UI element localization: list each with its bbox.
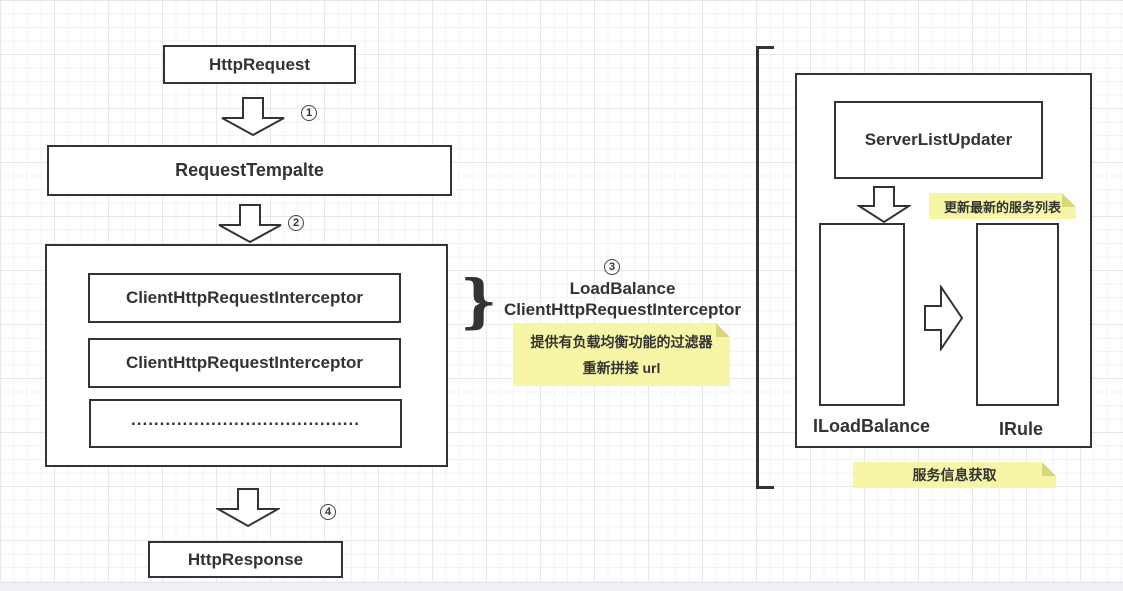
step-2-number: 2	[292, 216, 300, 229]
node-http-request-label: HttpRequest	[208, 54, 311, 74]
step-3-number: 3	[608, 260, 616, 273]
node-interceptor-1-label: ClientHttpRequestInterceptor	[125, 288, 364, 307]
note-fold-corner-icon	[1042, 462, 1056, 476]
group-bracket-icon	[756, 46, 774, 489]
iloadbalance-text: ILoadBalance	[813, 416, 931, 436]
node-server-list-updater-label: ServerListUpdater	[864, 130, 1013, 149]
filter-note: 提供有负载均衡功能的过滤器 重新拼接 url	[513, 323, 730, 386]
down-arrow-step2-icon	[218, 204, 282, 244]
loadbalance-label-line2: ClientHttpRequestInterceptor	[503, 300, 742, 319]
step-2-badge: 2	[288, 215, 304, 231]
step-4-badge: 4	[320, 504, 336, 520]
node-interceptor-2-label: ClientHttpRequestInterceptor	[125, 353, 364, 372]
node-http-response: HttpResponse	[148, 541, 343, 578]
iloadbalance-label: ILoadBalance	[813, 416, 931, 437]
right-arrow-icon	[924, 285, 964, 351]
canvas-bottom-edge	[0, 582, 1123, 591]
down-arrow-step1-icon	[221, 97, 285, 137]
node-interceptor-more-label: ........................................	[131, 409, 360, 429]
node-interceptor-more: ........................................	[89, 399, 402, 448]
step-4-number: 4	[324, 505, 332, 518]
node-iloadbalance	[819, 223, 905, 406]
filter-note-line1: 提供有负载均衡功能的过滤器	[530, 333, 713, 350]
node-http-request: HttpRequest	[163, 45, 356, 84]
update-note: 更新最新的服务列表	[929, 193, 1076, 219]
node-request-template: RequestTempalte	[47, 145, 452, 196]
node-interceptor-2: ClientHttpRequestInterceptor	[88, 338, 401, 388]
node-server-list-updater: ServerListUpdater	[834, 101, 1043, 179]
down-arrow-step4-icon	[216, 488, 280, 528]
irule-text: IRule	[998, 419, 1043, 439]
step-1-number: 1	[305, 106, 313, 119]
node-request-template-label: RequestTempalte	[175, 160, 324, 180]
down-arrow-updater-icon	[857, 186, 911, 224]
update-note-text: 更新最新的服务列表	[943, 199, 1061, 215]
curly-brace-icon: }	[460, 267, 498, 335]
step-1-badge: 1	[301, 105, 317, 121]
filter-note-line2: 重新拼接 url	[582, 359, 661, 376]
irule-label: IRule	[983, 419, 1059, 440]
note-fold-corner-icon	[716, 323, 730, 337]
step-3-badge: 3	[604, 259, 620, 275]
service-info-note-text: 服务信息获取	[912, 467, 997, 483]
loadbalance-interceptor-label: LoadBalance ClientHttpRequestInterceptor	[490, 278, 755, 320]
node-interceptor-1: ClientHttpRequestInterceptor	[88, 273, 401, 323]
node-http-response-label: HttpResponse	[187, 549, 304, 569]
service-info-note: 服务信息获取	[853, 462, 1056, 488]
loadbalance-label-line1: LoadBalance	[569, 279, 676, 298]
node-irule	[976, 223, 1059, 406]
